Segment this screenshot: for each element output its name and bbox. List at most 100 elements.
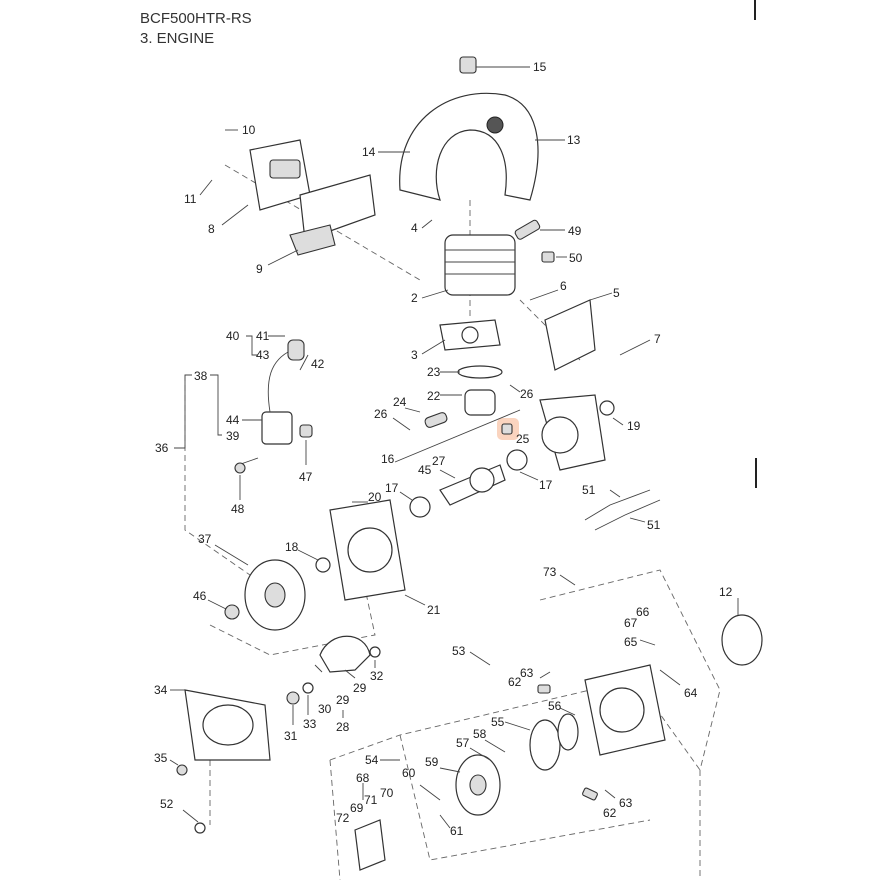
callout-67: 67 xyxy=(624,616,638,630)
scroll-edge-marker xyxy=(755,458,757,488)
crankcase-part-20 xyxy=(329,499,406,601)
callout-31: 31 xyxy=(284,729,298,743)
callout-3: 3 xyxy=(411,348,418,362)
fan-housing-part-34 xyxy=(184,689,271,761)
callout-2: 2 xyxy=(411,291,418,305)
callout-22: 22 xyxy=(427,389,441,403)
crankcase-part-16 xyxy=(539,394,606,471)
callout-52: 52 xyxy=(160,797,174,811)
cover-part-13 xyxy=(399,92,539,201)
callout-51b: 51 xyxy=(647,518,661,532)
callout-42: 42 xyxy=(311,357,325,371)
seal-part-19 xyxy=(599,400,615,416)
callout-14: 14 xyxy=(362,145,376,159)
callout-62: 62 xyxy=(508,675,522,689)
callout-25: 25 xyxy=(516,432,530,446)
callout-48: 48 xyxy=(231,502,245,516)
section-title: 3. ENGINE xyxy=(140,30,215,47)
gasket-part-3 xyxy=(439,319,501,351)
callout-45: 45 xyxy=(418,463,432,477)
callout-28: 28 xyxy=(336,720,350,734)
callout-57: 57 xyxy=(456,736,470,750)
callout-13: 13 xyxy=(567,133,581,147)
callout-66: 66 xyxy=(636,605,650,619)
callout-36: 36 xyxy=(155,441,169,455)
callout-49: 49 xyxy=(568,224,582,238)
pawl-parts-68-72 xyxy=(194,819,386,871)
wire-part-51 xyxy=(584,489,661,531)
callout-40: 40 xyxy=(226,329,240,343)
callout-9: 9 xyxy=(256,262,263,276)
callout-26: 26 xyxy=(520,387,534,401)
callout-68: 68 xyxy=(356,771,370,785)
callout-38: 38 xyxy=(194,369,208,383)
callout-39: 39 xyxy=(226,429,240,443)
callout-17b: 17 xyxy=(539,478,553,492)
callout-18: 18 xyxy=(285,540,299,554)
callout-32: 32 xyxy=(370,669,384,683)
clutch-part-29 xyxy=(319,635,371,673)
callout-8: 8 xyxy=(208,222,215,236)
bracket-part-5 xyxy=(544,299,596,371)
starter-housing-part-64 xyxy=(584,664,666,756)
callout-50: 50 xyxy=(569,251,583,265)
scroll-edge-marker xyxy=(754,0,756,20)
callout-34: 34 xyxy=(154,683,168,697)
callout-29: 29 xyxy=(353,681,367,695)
callout-41: 41 xyxy=(256,329,270,343)
callout-69: 69 xyxy=(350,801,364,815)
callout-24: 24 xyxy=(393,395,407,409)
callout-65: 65 xyxy=(624,635,638,649)
ignition-coil-part-44 xyxy=(261,339,305,445)
bearing-part-17 xyxy=(409,449,528,518)
callout-26b: 26 xyxy=(374,407,388,421)
callout-11: 11 xyxy=(184,192,197,206)
callout-43: 43 xyxy=(256,348,270,362)
callout-64: 64 xyxy=(684,686,698,700)
callout-59: 59 xyxy=(425,755,439,769)
pin-part-24 xyxy=(424,412,448,428)
callout-15: 15 xyxy=(533,60,547,74)
callout-60: 60 xyxy=(402,766,416,780)
callout-12: 12 xyxy=(719,585,733,599)
callouts: 15 13 14 10 11 8 4 49 50 9 2 6 5 xyxy=(154,60,739,838)
callout-70: 70 xyxy=(380,786,394,800)
highlight-part-25 xyxy=(497,418,519,440)
callout-27: 27 xyxy=(432,454,446,468)
flywheel-part-37 xyxy=(244,559,306,631)
callout-54: 54 xyxy=(365,753,379,767)
callout-4: 4 xyxy=(411,221,418,235)
callout-63: 63 xyxy=(520,666,534,680)
callout-63b: 63 xyxy=(619,796,633,810)
callout-55: 55 xyxy=(491,715,505,729)
callout-7: 7 xyxy=(654,332,661,346)
cap-part-15 xyxy=(459,56,477,74)
gasket-part-9 xyxy=(289,174,376,256)
callout-47: 47 xyxy=(299,470,313,484)
callout-21: 21 xyxy=(427,603,441,617)
callout-62b: 62 xyxy=(603,806,617,820)
callout-51: 51 xyxy=(582,483,596,497)
callout-20: 20 xyxy=(368,490,382,504)
callout-73: 73 xyxy=(543,565,557,579)
callout-61: 61 xyxy=(450,824,464,838)
crankshaft-part-27 xyxy=(439,464,506,506)
callout-16: 16 xyxy=(381,452,395,466)
spark-plug-part-49 xyxy=(514,219,541,240)
recoil-parts-55-59 xyxy=(455,713,579,816)
callout-72: 72 xyxy=(336,811,350,825)
o-ring-part-12 xyxy=(721,614,763,666)
callout-29b: 29 xyxy=(336,693,350,707)
callout-23: 23 xyxy=(427,365,441,379)
callout-44: 44 xyxy=(226,413,240,427)
piston-part-22 xyxy=(457,365,503,416)
callout-53: 53 xyxy=(452,644,466,658)
callout-10: 10 xyxy=(242,123,256,137)
callout-5: 5 xyxy=(613,286,620,300)
callout-35: 35 xyxy=(154,751,168,765)
model-title: BCF500HTR-RS xyxy=(140,10,252,27)
cylinder-part-2 xyxy=(444,234,516,296)
callout-37: 37 xyxy=(198,532,212,546)
